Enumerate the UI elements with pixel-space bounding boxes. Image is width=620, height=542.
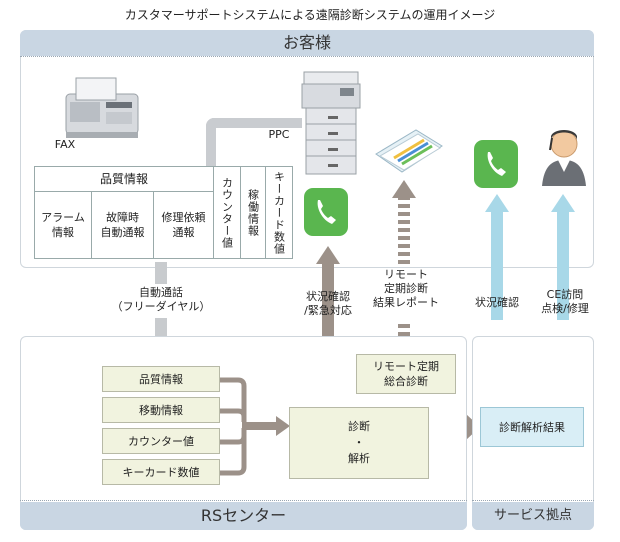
rs-center-footer: RSセンター	[20, 502, 467, 530]
table-cell-counter: カウンター値	[213, 166, 241, 259]
fax-label: FAX	[54, 138, 76, 151]
ce-visit-label: CE訪問 点検/修理	[541, 288, 589, 315]
operation-text: 稼働情報	[246, 188, 260, 237]
diagnosis-analysis-box: 診断 ・ 解析	[289, 407, 429, 479]
rs-item-keycard: キーカード数値	[102, 459, 220, 485]
customer-divider	[20, 56, 594, 57]
item-connectors	[220, 377, 290, 476]
analysis-result-box: 診断解析結果	[480, 407, 584, 447]
service-divider	[472, 500, 594, 501]
remote-report-label: リモート 定期診断 結果レポート	[373, 268, 439, 309]
fax-machine-icon	[58, 72, 148, 142]
rs-item-counter: カウンター値	[102, 428, 220, 454]
rs-divider	[20, 500, 467, 501]
status-emergency-label: 状況確認 /緊急対応	[304, 290, 352, 317]
table-cell-auto-report: 故障時 自動通報	[91, 191, 154, 259]
report-document-icon	[370, 124, 446, 180]
rs-item-movement: 移動情報	[102, 397, 220, 423]
auto-call-label: 自動通話 （フリーダイヤル）	[111, 286, 211, 313]
rs-item-quality: 品質情報	[102, 366, 220, 392]
status-check-label: 状況確認	[475, 296, 519, 309]
remote-periodic-diagnosis-box: リモート定期 総合診断	[356, 354, 456, 394]
ppc-connector	[206, 118, 302, 166]
service-center-footer: サービス拠点	[472, 502, 594, 530]
diagram-title: カスタマーサポートシステムによる遠隔診断システムの運用イメージ	[124, 8, 496, 22]
service-phone-icon	[474, 140, 518, 188]
table-cell-alarm: アラーム 情報	[34, 191, 92, 259]
table-cell-keycard: キーカード数値	[265, 166, 293, 259]
copier-icon	[300, 68, 362, 180]
engineer-person-icon	[538, 126, 590, 188]
ppc-label: PPC	[268, 128, 290, 141]
keycard-text: キーカード数値	[272, 170, 286, 255]
counter-text: カウンター値	[220, 176, 234, 249]
phone-icon	[304, 188, 348, 236]
table-cell-repair-request: 修理依頼 通報	[153, 191, 214, 259]
customer-header: お客様	[20, 30, 594, 56]
table-cell-operation: 稼働情報	[240, 166, 266, 259]
